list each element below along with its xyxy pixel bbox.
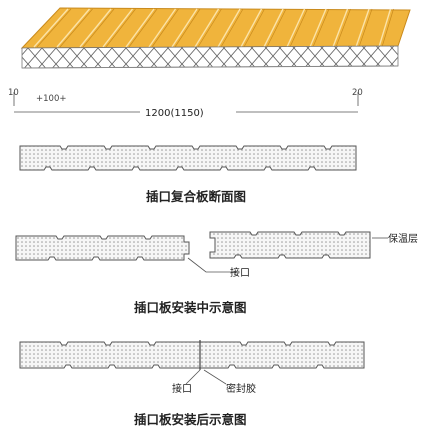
install-after-view: 接口 密封胶 插口板安装后示意图 xyxy=(19,340,365,427)
rib-shadow xyxy=(82,8,115,48)
label-insulation: 保温层 xyxy=(388,232,418,245)
install-during-view: 保温层 接口 插口板安装中示意图 xyxy=(15,231,418,315)
caption-install-after: 插口板安装后示意图 xyxy=(134,412,247,427)
dim-width-value: 1200(1150) xyxy=(145,108,204,119)
rib-highlight xyxy=(309,8,327,48)
label-joint-after: 接口 xyxy=(172,382,192,395)
panel-section-outline xyxy=(19,145,357,171)
section-view: 插口复合板断面图 xyxy=(19,145,357,204)
rib-shadow xyxy=(289,8,308,48)
rib-shadow xyxy=(335,8,351,48)
dim-left-value: 10 xyxy=(8,88,19,98)
panel-lattice-core xyxy=(21,45,399,69)
rib-highlight xyxy=(355,8,370,48)
rib-highlight xyxy=(286,8,306,48)
leader-joint-during xyxy=(187,257,236,273)
panel-3d-illustration xyxy=(20,7,411,69)
label-joint-during: 接口 xyxy=(230,266,250,279)
rib-highlight xyxy=(102,8,134,48)
panel-cross-section xyxy=(19,145,357,171)
rib-shadow xyxy=(197,8,222,48)
rib-shadow xyxy=(105,8,136,48)
caption-section: 插口复合板断面图 xyxy=(146,189,246,204)
panel-left-outline xyxy=(15,235,190,261)
rib-highlight xyxy=(79,8,112,48)
rib-highlight xyxy=(378,8,392,48)
dim-pitch-value: +100+ xyxy=(36,94,66,104)
panel-left-during xyxy=(15,235,190,261)
rib-shadow xyxy=(220,8,244,48)
rib-shadow xyxy=(243,8,265,48)
rib-highlight xyxy=(194,8,220,48)
panel-assembled-right xyxy=(199,341,365,369)
panel-bottom-edge xyxy=(21,65,399,69)
rib-highlight xyxy=(56,8,91,48)
rib-highlight xyxy=(240,8,263,48)
rib-shadow xyxy=(381,8,394,48)
dimension-line: 10 +100+ 1200(1150) 20 xyxy=(8,88,363,119)
rib-shadow xyxy=(312,8,330,48)
rib-shadow xyxy=(36,8,72,48)
leader-sealant xyxy=(203,369,227,385)
rib-shadow xyxy=(59,8,93,48)
rib-highlight xyxy=(263,8,284,48)
panel-assembled xyxy=(19,341,365,369)
rib-shadow xyxy=(151,8,179,48)
panel-ribs xyxy=(33,8,394,48)
rib-shadow xyxy=(174,8,201,48)
panel-assembled-left xyxy=(19,341,201,369)
panel-right-during xyxy=(209,231,371,259)
rib-highlight xyxy=(125,8,155,48)
rib-highlight xyxy=(332,8,349,48)
rib-highlight xyxy=(148,8,177,48)
caption-install-during: 插口板安装中示意图 xyxy=(134,300,247,315)
rib-highlight xyxy=(217,8,241,48)
leader-joint-after xyxy=(185,369,201,385)
rib-shadow xyxy=(128,8,158,48)
rib-shadow xyxy=(266,8,287,48)
label-sealant: 密封胶 xyxy=(226,382,256,395)
rib-highlight xyxy=(171,8,198,48)
rib-highlight xyxy=(33,8,69,48)
dim-right-value: 20 xyxy=(352,88,363,98)
rib-shadow xyxy=(358,8,373,48)
panel-right-outline xyxy=(209,231,371,259)
